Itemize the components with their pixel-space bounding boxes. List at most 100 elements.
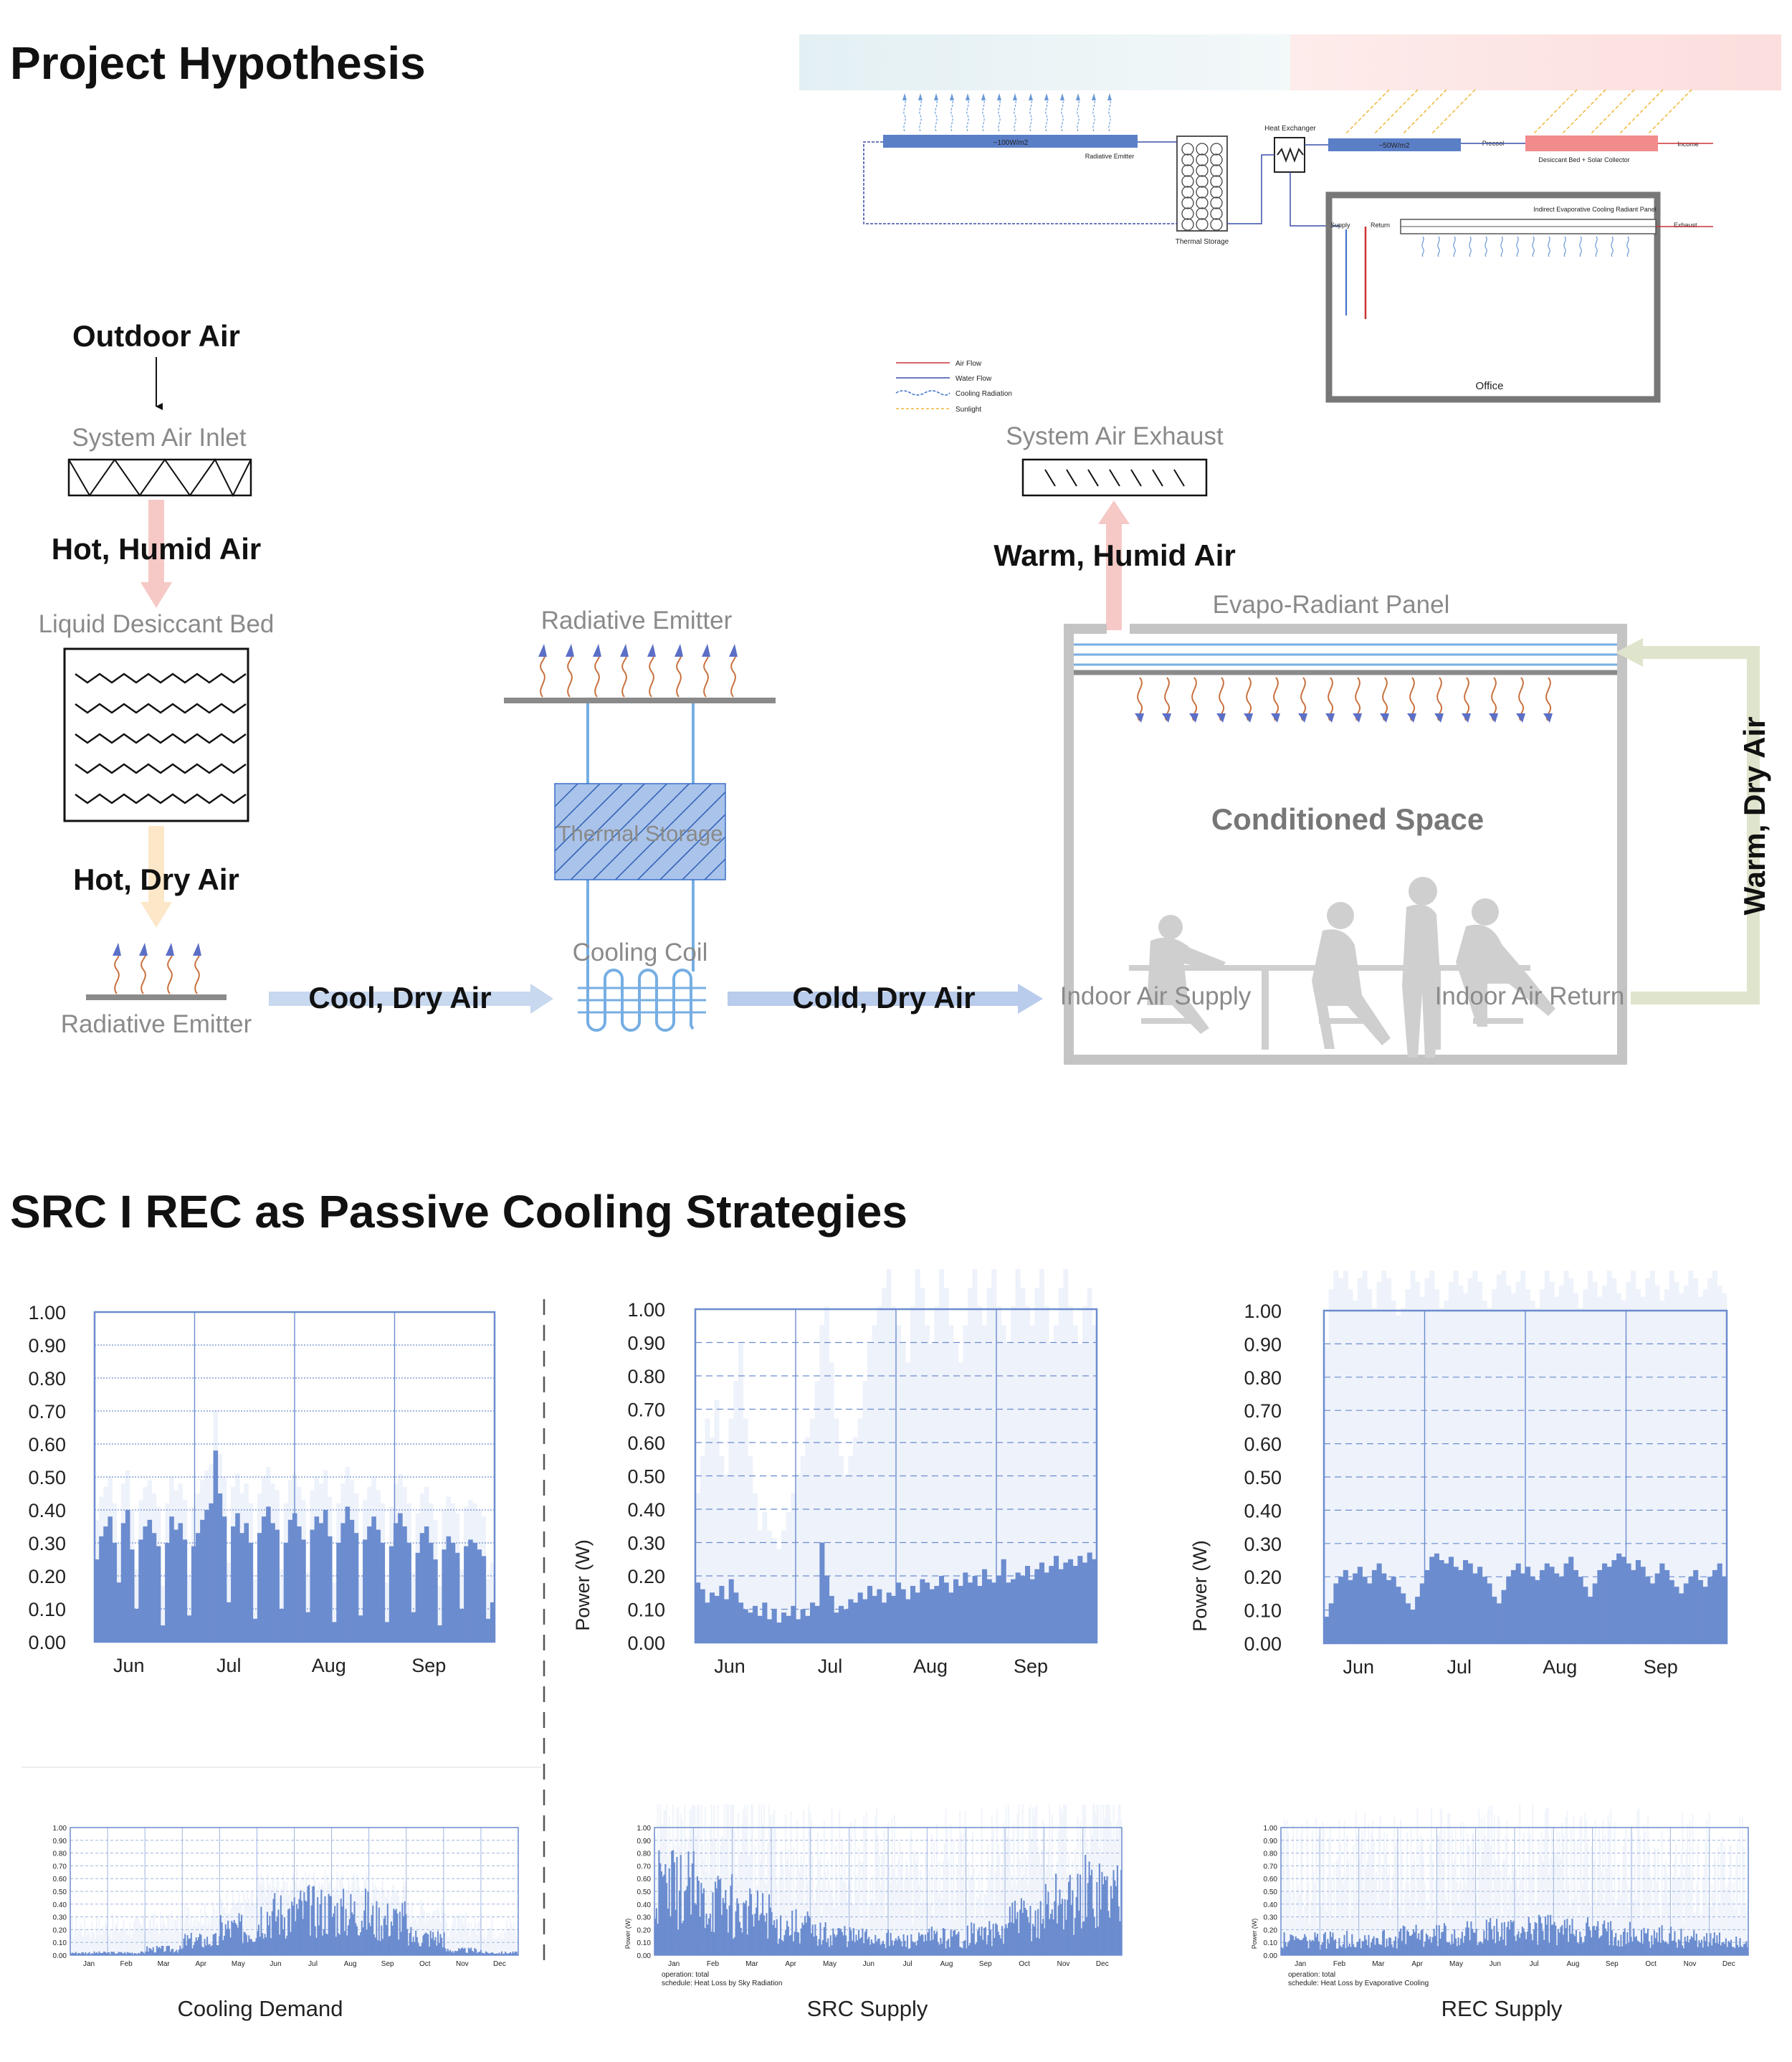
mini-chart-5-ghost xyxy=(793,1905,796,1955)
mini-chart-5-bar xyxy=(836,1934,838,1955)
mini-chart-6-ghost xyxy=(1586,1843,1589,1955)
mini-chart-4-ghost xyxy=(505,1933,507,1955)
office-ray-7 xyxy=(1516,236,1519,257)
mini-chart-4-ghost xyxy=(495,1939,497,1955)
mini-chart-6-ghost xyxy=(1625,1828,1627,1955)
chart-1-ytick: 0.70 xyxy=(28,1401,66,1422)
mini-chart-6-bar xyxy=(1335,1948,1338,1955)
mini-chart-6-ghost xyxy=(1478,1808,1480,1955)
mini-chart-4-ghost xyxy=(115,1924,118,1955)
mini-chart-6-ghost xyxy=(1460,1822,1462,1955)
mini-chart-5-ghost xyxy=(1019,1859,1021,1955)
mini-chart-6-ghost xyxy=(1690,1875,1692,1955)
mini-chart-6-bar xyxy=(1452,1943,1454,1955)
mini-chart-4-bar xyxy=(113,1952,115,1955)
mini-chart-5-bar xyxy=(1111,1898,1113,1955)
chart-3-ghost-bar xyxy=(1688,1270,1694,1643)
mini-chart-5-bar xyxy=(1101,1871,1103,1955)
schematic-background-band xyxy=(799,34,1781,90)
mini-chart-4-ghost xyxy=(128,1934,130,1955)
mini-chart-5-bar xyxy=(715,1888,718,1955)
mini-chart-4-ghost xyxy=(224,1906,226,1955)
mini-chart-4-ghost xyxy=(486,1934,488,1955)
schematic-income-label: Income xyxy=(1677,141,1699,148)
mini-chart-4-ghost xyxy=(262,1883,264,1955)
mini-chart-6-ghost xyxy=(1530,1874,1533,1955)
mini-chart-6-bar xyxy=(1705,1941,1707,1955)
mini-chart-4-ghost xyxy=(500,1938,502,1955)
mini-chart-5-ghost xyxy=(1009,1838,1011,1955)
mini-chart-6-ghost xyxy=(1611,1870,1613,1955)
mini-chart-5-bar xyxy=(892,1945,895,1955)
mini-chart-5-ghost xyxy=(897,1858,900,1955)
mini-chart-4-bar xyxy=(297,1909,299,1955)
zigzag-row-2 xyxy=(75,703,247,714)
mini-chart-6-bar xyxy=(1414,1932,1416,1955)
mini-chart-4-bar xyxy=(322,1935,324,1955)
mini-chart-4-bar xyxy=(469,1949,471,1955)
exhaust-louver-1 xyxy=(1044,469,1056,487)
mini-chart-6-bar xyxy=(1621,1946,1624,1955)
mini-chart-5-bar xyxy=(905,1947,907,1955)
mini-chart-5-ghost xyxy=(919,1870,921,1955)
mini-chart-6-ghost xyxy=(1454,1857,1456,1955)
panel-ray-14-tip xyxy=(1489,713,1498,723)
mini-chart-4-ghost xyxy=(513,1922,515,1955)
mini-chart-4-bar xyxy=(498,1952,500,1955)
chart-1-bar xyxy=(442,1549,447,1642)
system-air-inlet-label: System Air Inlet xyxy=(72,424,246,452)
mini-chart-5-ghost xyxy=(741,1823,743,1955)
mini-chart-4-bar xyxy=(348,1919,351,1955)
mini-chart-5-bar xyxy=(1074,1917,1076,1955)
mini-chart-4-ghost xyxy=(166,1934,168,1955)
mini-chart-6-bar xyxy=(1502,1939,1505,1955)
mini-chart-6-ghost xyxy=(1667,1905,1669,1955)
chart-3-ghost-bar xyxy=(1592,1281,1598,1643)
mini-chart-6-bar xyxy=(1317,1941,1320,1955)
mini-chart-5-bar xyxy=(1110,1886,1112,1955)
mini-chart-4-bar xyxy=(422,1935,424,1955)
mini-chart-5-bar xyxy=(888,1946,890,1955)
mini-chart-6-ghost xyxy=(1314,1884,1316,1955)
chart-3-ghost-bar xyxy=(1405,1289,1411,1643)
mini-chart-4-ghost xyxy=(482,1938,485,1955)
chart-2-ghost-bar xyxy=(728,1418,734,1643)
mini-chart-4-bar xyxy=(107,1952,109,1955)
mini-chart-6-bar xyxy=(1720,1945,1722,1955)
chart-1-bar xyxy=(165,1543,170,1642)
mini-chart-4-bar xyxy=(171,1949,173,1955)
chart-1-bar xyxy=(252,1618,258,1642)
mini-chart-4-bar xyxy=(505,1952,507,1955)
mini-chart-5-bar xyxy=(829,1935,831,1955)
mini-chart-4-bar xyxy=(276,1916,278,1955)
mini-chart-6-ghost xyxy=(1436,1835,1439,1955)
chart-1-bar xyxy=(173,1529,178,1642)
mini-chart-4-ghost xyxy=(357,1877,359,1955)
mini-chart-6-bar xyxy=(1711,1945,1713,1955)
mini-chart-5-ghost xyxy=(834,1908,836,1955)
mini-chart-6-ghost xyxy=(1469,1845,1471,1955)
mini-chart-5-ghost xyxy=(669,1866,672,1955)
mini-chart-6-ghost xyxy=(1389,1909,1391,1955)
mini-chart-6-ghost xyxy=(1544,1811,1547,1955)
mini-chart-4-bar xyxy=(189,1938,191,1955)
mini-chart-6-bar xyxy=(1695,1934,1697,1955)
chart-2-ghost-bar xyxy=(1011,1306,1016,1643)
mini-chart-5-bar xyxy=(1106,1876,1108,1955)
mini-chart-6-bar xyxy=(1545,1924,1548,1955)
chart-3-bar xyxy=(1535,1579,1540,1643)
mini-chart-4-bar xyxy=(411,1942,414,1955)
mini-chart-5-bar xyxy=(924,1934,926,1955)
chart-3-bar xyxy=(1482,1577,1487,1643)
chart-2-bar xyxy=(1049,1566,1054,1643)
mini-chart-4-bar xyxy=(100,1953,103,1955)
chair-2 xyxy=(1319,1018,1369,1024)
mini-chart-4-bar xyxy=(92,1953,94,1955)
mini-chart-6-ghost xyxy=(1384,1853,1386,1955)
mini-chart-4-ghost xyxy=(194,1916,196,1955)
mini-chart-4-bar xyxy=(151,1950,153,1955)
mini-chart-5-bar xyxy=(725,1890,727,1955)
mini-chart-4-bar xyxy=(442,1947,444,1955)
mini-chart-5-bar xyxy=(1064,1899,1066,1955)
mini-chart-4-ytick: 1.00 xyxy=(53,1825,67,1833)
